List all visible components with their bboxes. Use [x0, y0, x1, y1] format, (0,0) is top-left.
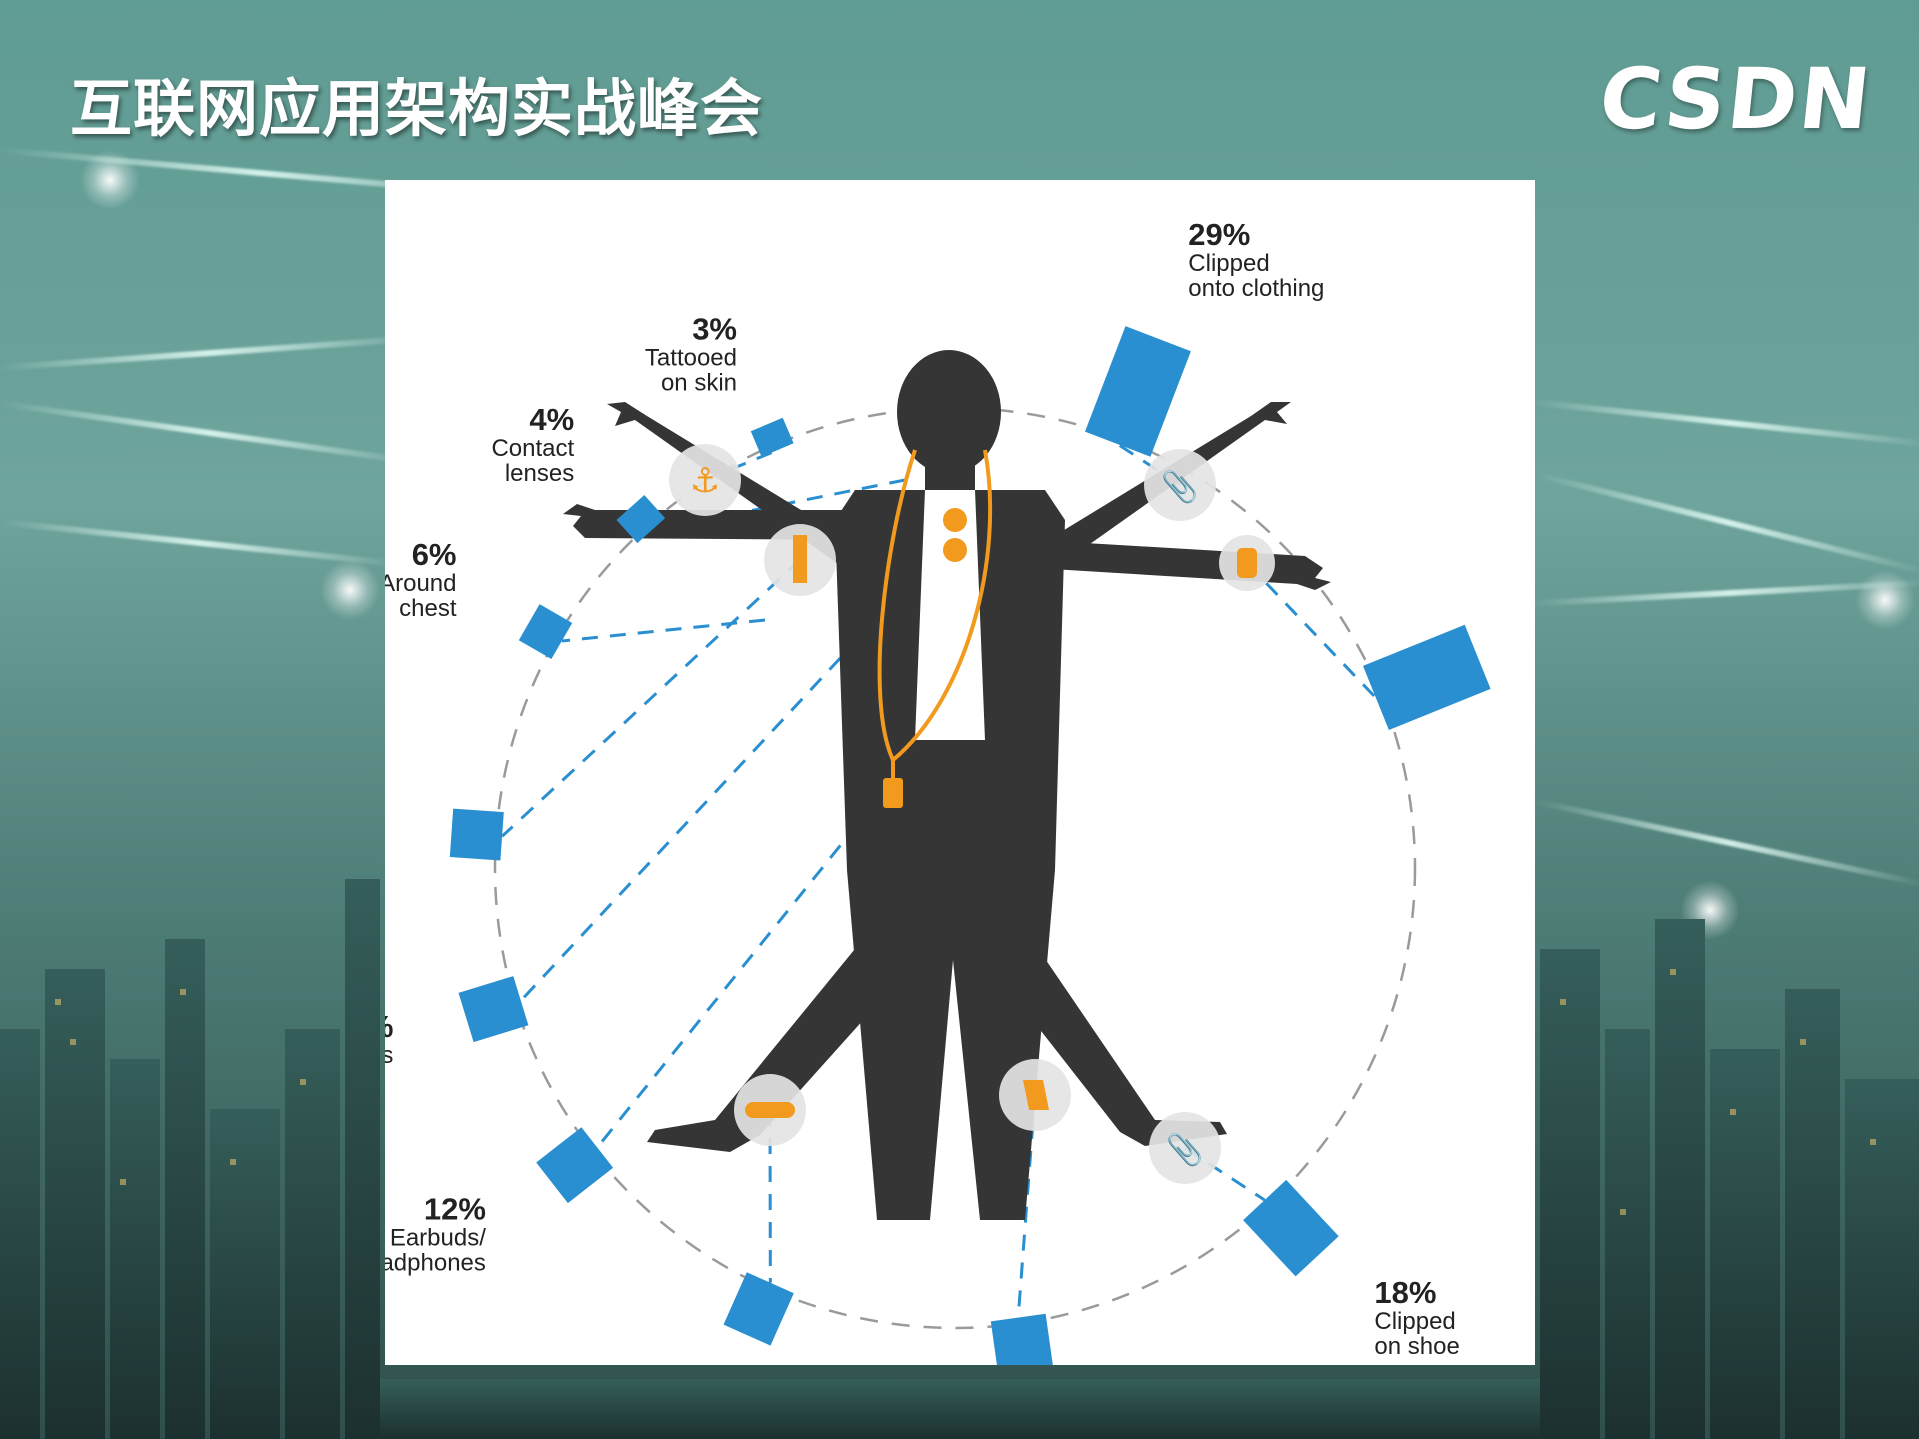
bar-clipped-on-shoe: [1243, 1179, 1339, 1277]
connector-line: [1245, 561, 1378, 699]
light-streak: [0, 335, 420, 371]
music-player-icon: [883, 778, 903, 808]
bar-earbuds-headphones: [536, 1127, 614, 1204]
light-streak: [1535, 471, 1919, 575]
connector-line: [519, 533, 957, 1002]
percent-label: 6%: [412, 537, 457, 572]
data-label: 12%Earbuds/headphones: [385, 1192, 486, 1277]
clip-marker: 📎: [1144, 449, 1216, 521]
percent-label: 12%: [424, 1192, 486, 1227]
connector-line: [650, 478, 906, 533]
category-label: Clipped: [1374, 1308, 1455, 1335]
percent-label: 12%: [385, 1009, 393, 1044]
bar-glasses: [458, 976, 529, 1043]
svg-text:⚓: ⚓: [690, 461, 720, 501]
light-glow: [80, 150, 140, 210]
earbud-cable: [877, 449, 993, 780]
reference-circle: [493, 406, 1417, 1330]
percent-label: 4%: [529, 402, 574, 437]
page-title: 互联网应用架构实战峰会: [70, 72, 764, 145]
bar-wrist: [1363, 624, 1491, 730]
connector-line: [561, 618, 766, 643]
category-label: on skin: [661, 370, 737, 397]
light-streak: [0, 519, 400, 567]
category-label: Contact: [491, 435, 574, 462]
bar-around-chest: [518, 604, 573, 659]
category-label: lenses: [505, 460, 574, 487]
category-label: chest: [399, 595, 457, 622]
category-label: Tattooed: [645, 345, 737, 372]
svg-text:📎: 📎: [1161, 468, 1198, 505]
bar-embedded-into-clothing: [990, 1313, 1053, 1365]
svg-text:📎: 📎: [1166, 1131, 1203, 1168]
category-label: on shoe: [1374, 1333, 1459, 1360]
light-glow: [320, 560, 380, 620]
category-label: Around: [385, 570, 457, 597]
torso: [835, 490, 1065, 1220]
bar-embedded-in-jewelry: [723, 1272, 794, 1346]
light-streak: [1, 400, 419, 466]
glasses-icon: [943, 538, 967, 562]
connector-line: [501, 558, 802, 838]
percent-label: 18%: [1374, 1275, 1436, 1310]
anchor-marker: ⚓: [669, 444, 741, 516]
light-streak: [1533, 798, 1919, 888]
category-label: onto clothing: [1188, 275, 1324, 302]
city-skyline: [0, 879, 1919, 1439]
chart-panel: ⚓ 📎 📎: [385, 180, 1535, 1365]
bars: [449, 326, 1491, 1365]
clothing-tag-marker: [999, 1059, 1071, 1131]
shirt: [915, 490, 985, 740]
bar-upper-arm: [449, 808, 504, 861]
shoe-clip-marker: 📎: [1149, 1112, 1221, 1184]
category-label: Glasses: [385, 1042, 393, 1069]
category-label: headphones: [385, 1250, 486, 1277]
human-figure: ⚓ 📎 📎: [563, 350, 1331, 1220]
category-label: Earbuds/: [390, 1225, 486, 1252]
bar-clipped-onto-clothing: [1085, 326, 1191, 457]
csdn-logo: CSDN: [1594, 50, 1877, 148]
connector-line: [596, 779, 895, 1149]
glasses-icon: [943, 508, 967, 532]
wrist-watch-marker: [1219, 535, 1275, 591]
bracelet-marker: [734, 1074, 806, 1146]
percent-label: 29%: [1188, 217, 1250, 252]
light-glow: [1855, 570, 1915, 630]
upper-arm-band-marker: [764, 524, 836, 596]
bar-contact-lenses: [616, 495, 666, 544]
category-label: Clipped: [1188, 250, 1269, 277]
percent-label: 3%: [692, 312, 737, 347]
data-label: 12%Glasses: [385, 1009, 393, 1069]
head: [897, 350, 1001, 474]
bar-tattooed-on-skin: [750, 417, 794, 457]
light-streak: [1530, 399, 1919, 447]
wearable-placement-chart: ⚓ 📎 📎: [385, 217, 1491, 1365]
